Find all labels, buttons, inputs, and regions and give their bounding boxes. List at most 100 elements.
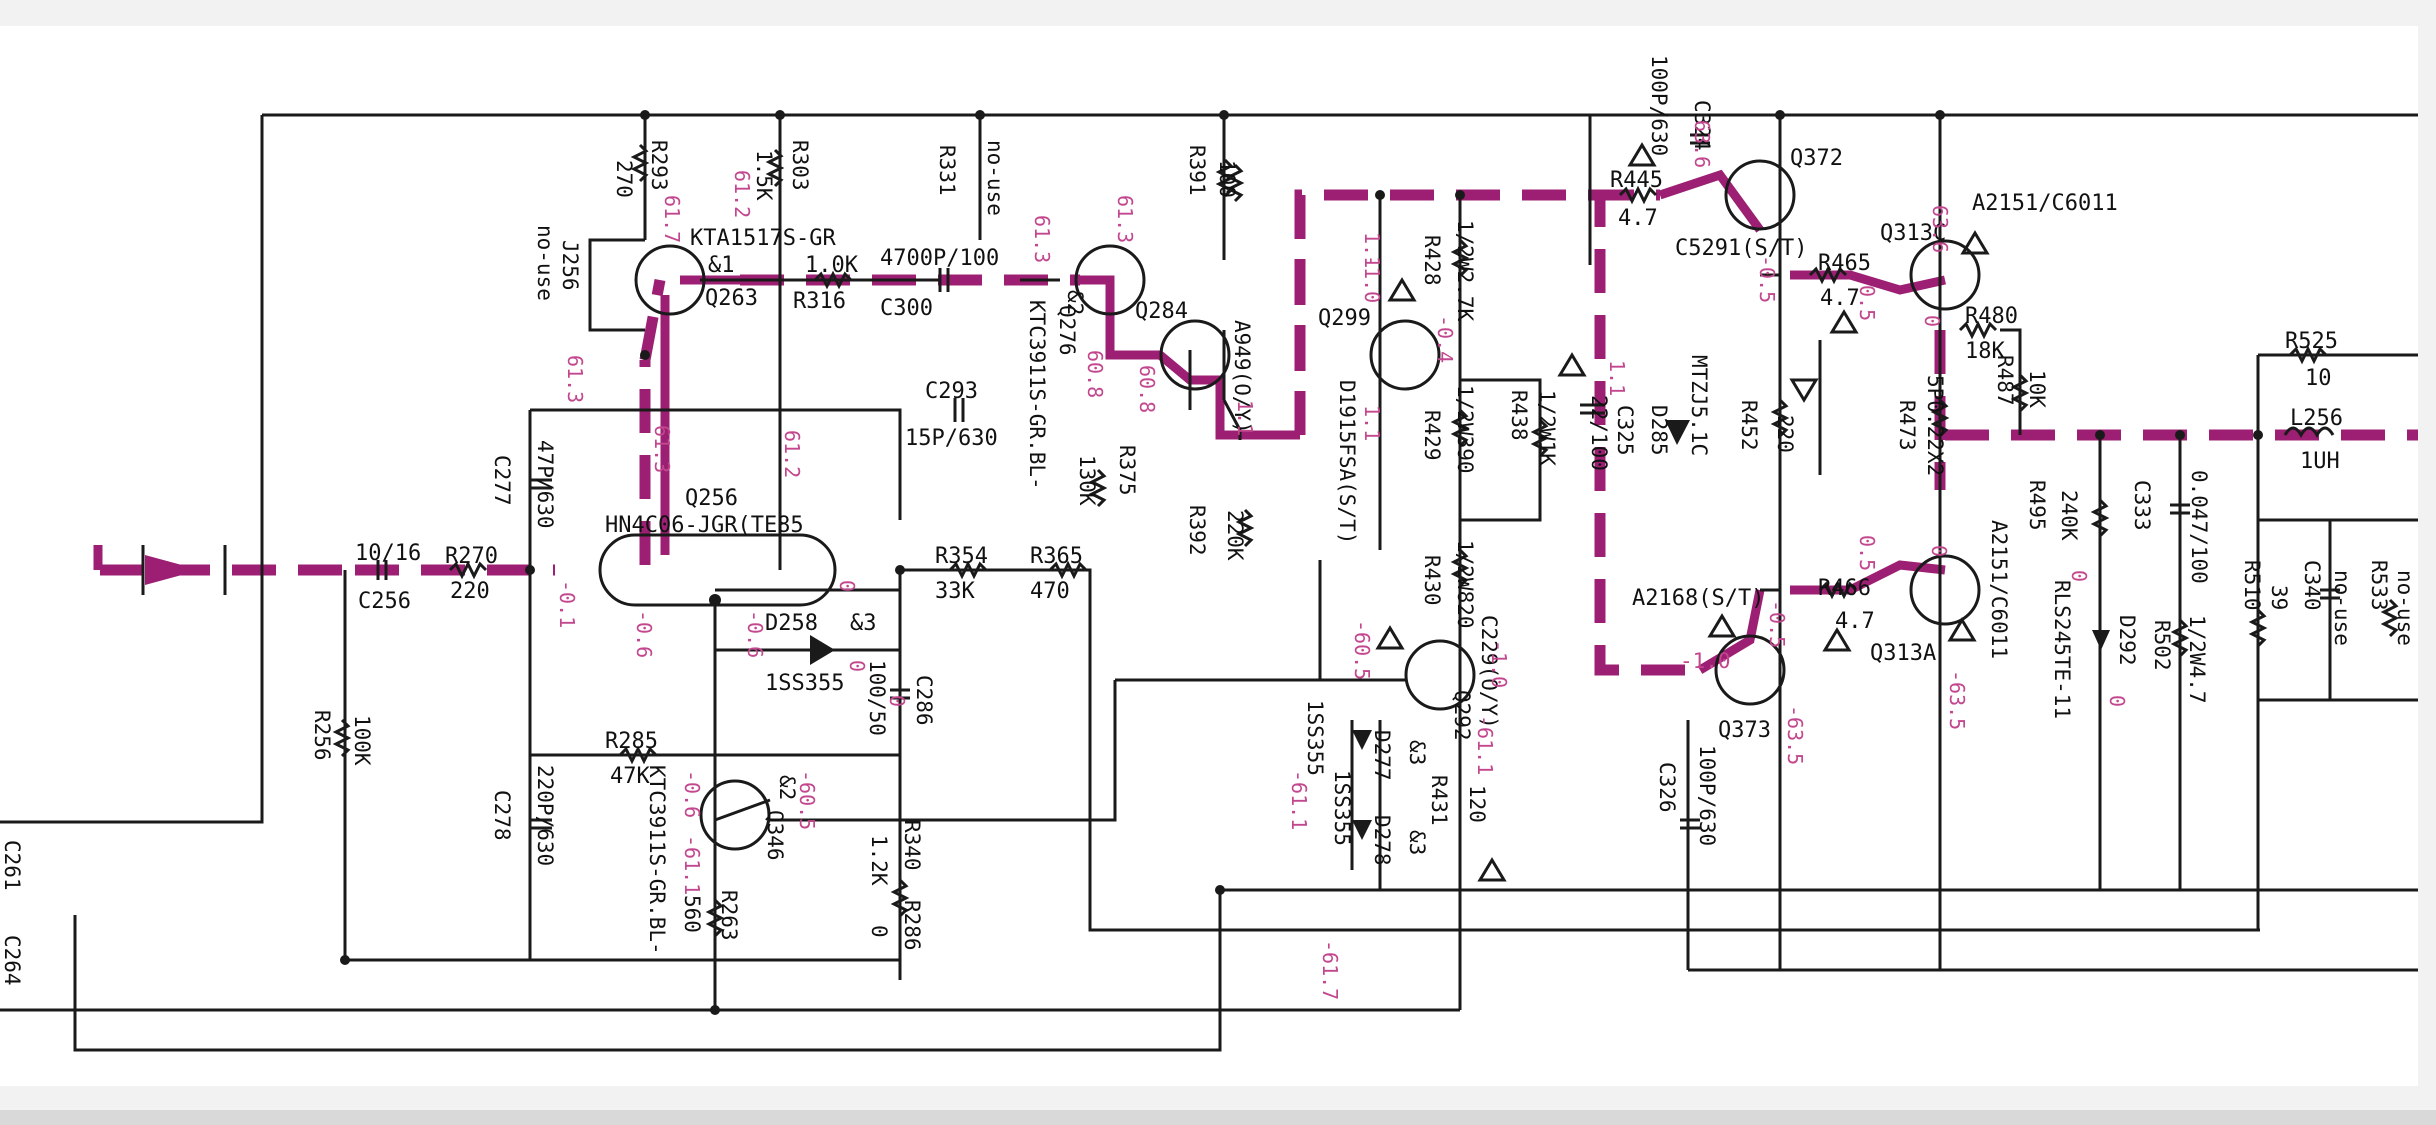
r473-label: R473 [1895, 400, 1919, 451]
wires [0, 113, 2418, 1052]
r263-label: R263 [717, 890, 741, 941]
r293-label: R293 [647, 140, 671, 191]
r340-label: R340 [900, 820, 924, 871]
voltage-reading: 1.1 [1360, 232, 1384, 268]
voltage-reading: 61.7 [660, 195, 684, 243]
d292-label: D292 [2115, 615, 2139, 666]
input-arrow [141, 545, 227, 595]
voltage-reading: 61.3 [1030, 215, 1054, 263]
r445-value: 4.7 [1618, 206, 1658, 231]
r316-value: 1.0K [805, 253, 859, 278]
r293-value: 270 [612, 160, 636, 198]
voltage-reading: 61.3 [563, 355, 587, 403]
r354-value: 33K [935, 579, 975, 604]
q313c-part: A2151/C6011 [1972, 191, 2118, 216]
transistor-q372 [1724, 159, 1796, 231]
voltage-reading: 1.1 [1360, 405, 1384, 441]
q292-label: Q292 [1450, 690, 1474, 741]
r391-label: R391 [1185, 145, 1209, 196]
r331-nouse: no-use [983, 140, 1007, 216]
r525-value: 10 [2305, 366, 2332, 391]
warning-triangle-icon [1947, 617, 1977, 642]
bottom-bar [0, 1110, 2436, 1125]
voltage-reading: -0.4 [1433, 315, 1457, 363]
d292-part: RLS245TE-11 [2050, 580, 2074, 719]
r263-value: 560 [680, 895, 704, 933]
transistor-q263 [634, 244, 706, 316]
c256-label: C256 [358, 589, 411, 614]
transistor-q313a [1909, 554, 1981, 626]
voltage-reading: 60.8 [1135, 365, 1159, 413]
d258-mark: &3 [850, 611, 877, 636]
c293-label: C293 [925, 379, 978, 404]
q299-label: Q299 [1318, 306, 1371, 331]
r286-label: R286 [900, 900, 924, 951]
r502-label: R502 [2150, 620, 2174, 671]
r533-label: R533 [2367, 560, 2391, 611]
r316-label: R316 [793, 289, 846, 314]
d278-part: 1SS355 [1330, 770, 1354, 846]
transistor-q284 [1159, 319, 1231, 391]
r270-label: R270 [445, 544, 498, 569]
j256-nouse: no-use [533, 225, 557, 301]
c324-value: 100P/630 [1647, 55, 1671, 156]
voltage-reading: -0.5 [1765, 600, 1789, 648]
voltage-reading: 0 [845, 660, 869, 672]
r303-value: 1.5K [752, 150, 776, 201]
q313a-label: Q313A [1870, 641, 1936, 666]
r452-value: 220 [1773, 415, 1797, 453]
transistor-q373 [1714, 634, 1786, 706]
voltage-reading: -1.0 [1680, 649, 1731, 673]
transistor-q256 [598, 533, 837, 607]
warning-triangle-icon [1375, 625, 1405, 650]
d277-part: 1SS355 [1303, 700, 1327, 776]
voltage-reading: -61.1 [680, 835, 704, 895]
c277-value: 47P/630 [533, 440, 557, 529]
r256-value: 100K [350, 715, 374, 766]
c5291-label: C5291(S/T) [1675, 236, 1807, 261]
r502-value: 1/2W4.7 [2185, 615, 2209, 704]
r431-label: R431 [1427, 775, 1451, 826]
q256-part: HN4C06-JGR(TE85 [605, 513, 804, 538]
warning-triangles [1375, 142, 1990, 882]
r270-value: 220 [450, 579, 490, 604]
r375-label: R375 [1115, 445, 1139, 496]
power-amplifier-schematic: R293 270 R303 1.5K R331 no-use R391 100 … [0, 55, 2418, 1052]
transistor-q313c [1909, 239, 1981, 311]
warning-triangle-icon [1477, 857, 1507, 882]
voltage-reading: 0.5 [1855, 285, 1879, 321]
d278-label: D278 [1370, 815, 1394, 866]
r428-value: 1/2W2.7K [1453, 220, 1477, 322]
q292-part: C229(O/Y) [1477, 615, 1501, 729]
c300-value: 4700P/100 [880, 246, 999, 271]
component-labels: R293 270 R303 1.5K R331 no-use R391 100 … [0, 55, 2417, 986]
q263-part: KTA1517S-GR [690, 226, 836, 251]
r480-label: R480 [1965, 304, 2018, 329]
q276-part: KTC3911S-GR.BL- [1025, 300, 1049, 490]
q372-label: Q372 [1790, 146, 1843, 171]
junction-dots [340, 110, 2263, 1015]
warning-triangle-icon [1707, 613, 1737, 638]
signal-arrow-icon [145, 555, 200, 585]
c256-value: 10/16 [355, 541, 421, 566]
c340-nouse: no-use [2330, 570, 2354, 646]
transistor-q292 [1404, 639, 1476, 711]
transistor-q299 [1369, 319, 1441, 391]
q346-part: KTC3911S-GR.BL- [645, 765, 669, 955]
voltage-readings: 61.7 61.2 61.3 61.3 61.3 61.3 61.2 60.8 … [555, 120, 2129, 1000]
r430-value: 1/2W820 [1453, 540, 1477, 629]
q373-part: A2168(S/T) [1632, 586, 1764, 611]
voltage-reading: -0.6 [632, 610, 656, 658]
r303-label: R303 [788, 140, 812, 191]
c324-label: C324 [1690, 100, 1714, 151]
r331-label: R331 [935, 145, 959, 196]
r391-value: 100 [1215, 160, 1239, 198]
c326-label: C326 [1655, 762, 1679, 813]
r487-label: R487 [1993, 355, 2017, 406]
warning-triangle-icon [1627, 142, 1657, 167]
voltage-reading: -61.7 [1318, 940, 1342, 1000]
r428-label: R428 [1420, 235, 1444, 286]
warning-triangle-icon [1829, 309, 1859, 334]
r438-value: 1/2W1K [1535, 390, 1559, 466]
voltage-reading: 0 [1920, 315, 1944, 327]
